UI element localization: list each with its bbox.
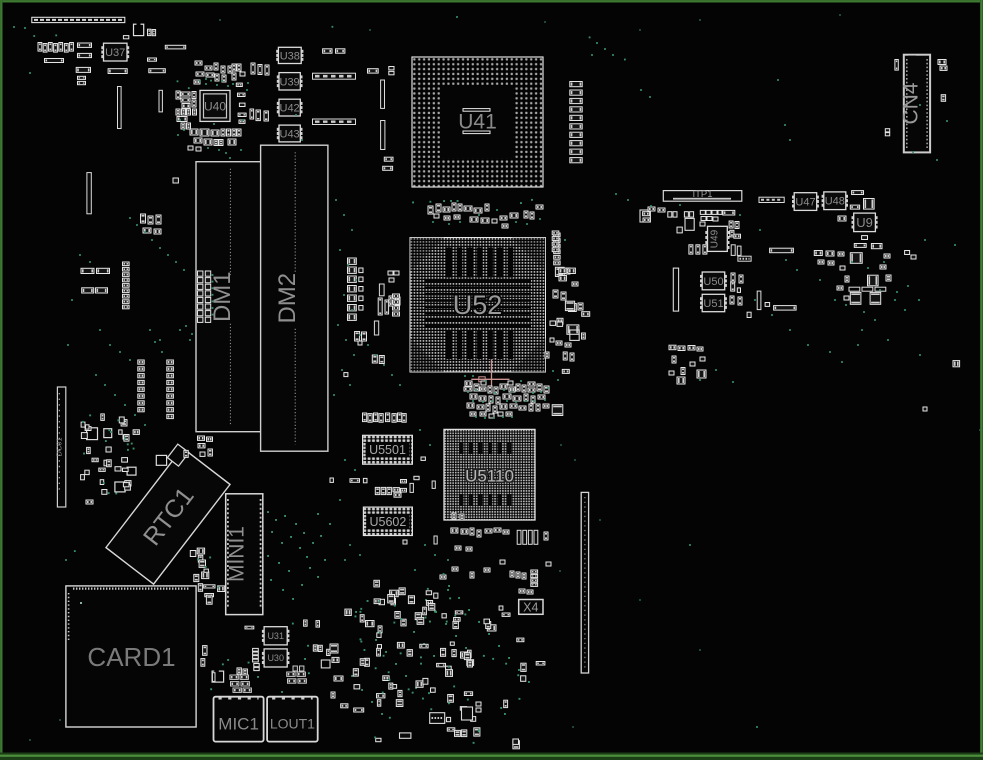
svg-text:U38: U38 bbox=[280, 50, 300, 62]
svg-text:U47: U47 bbox=[795, 197, 815, 209]
svg-text:U43: U43 bbox=[280, 129, 300, 141]
svg-text:X4: X4 bbox=[523, 601, 538, 615]
svg-text:U39: U39 bbox=[280, 76, 300, 88]
svg-text:U51: U51 bbox=[703, 298, 723, 310]
svg-text:U52: U52 bbox=[453, 290, 503, 320]
svg-text:U5110: U5110 bbox=[465, 467, 514, 486]
svg-text:U5602: U5602 bbox=[369, 515, 406, 529]
svg-text:U42: U42 bbox=[280, 103, 300, 115]
svg-text:U50: U50 bbox=[703, 276, 723, 288]
svg-text:ITP1: ITP1 bbox=[692, 189, 712, 200]
svg-text:U37: U37 bbox=[105, 47, 125, 59]
svg-text:U49: U49 bbox=[710, 229, 721, 248]
svg-text:U5501: U5501 bbox=[369, 443, 406, 457]
svg-text:DM2: DM2 bbox=[274, 273, 301, 324]
svg-text:MINI1: MINI1 bbox=[226, 526, 249, 582]
svg-text:CN4: CN4 bbox=[900, 82, 923, 124]
svg-text:U9: U9 bbox=[856, 215, 873, 230]
svg-text:U40: U40 bbox=[204, 100, 226, 114]
svg-text:U41: U41 bbox=[458, 111, 497, 134]
svg-text:U30: U30 bbox=[267, 653, 284, 663]
svg-text:MIC1: MIC1 bbox=[218, 715, 259, 734]
svg-text:U48: U48 bbox=[825, 196, 845, 208]
svg-text:U5110: U5110 bbox=[465, 467, 514, 486]
svg-text:CARD1: CARD1 bbox=[87, 642, 175, 672]
svg-text:U52: U52 bbox=[453, 290, 503, 320]
svg-text:DM1: DM1 bbox=[209, 271, 236, 322]
svg-text:LOUT1: LOUT1 bbox=[270, 716, 315, 732]
svg-text:U31: U31 bbox=[267, 631, 284, 641]
svg-text:DC01: DC01 bbox=[55, 437, 64, 456]
